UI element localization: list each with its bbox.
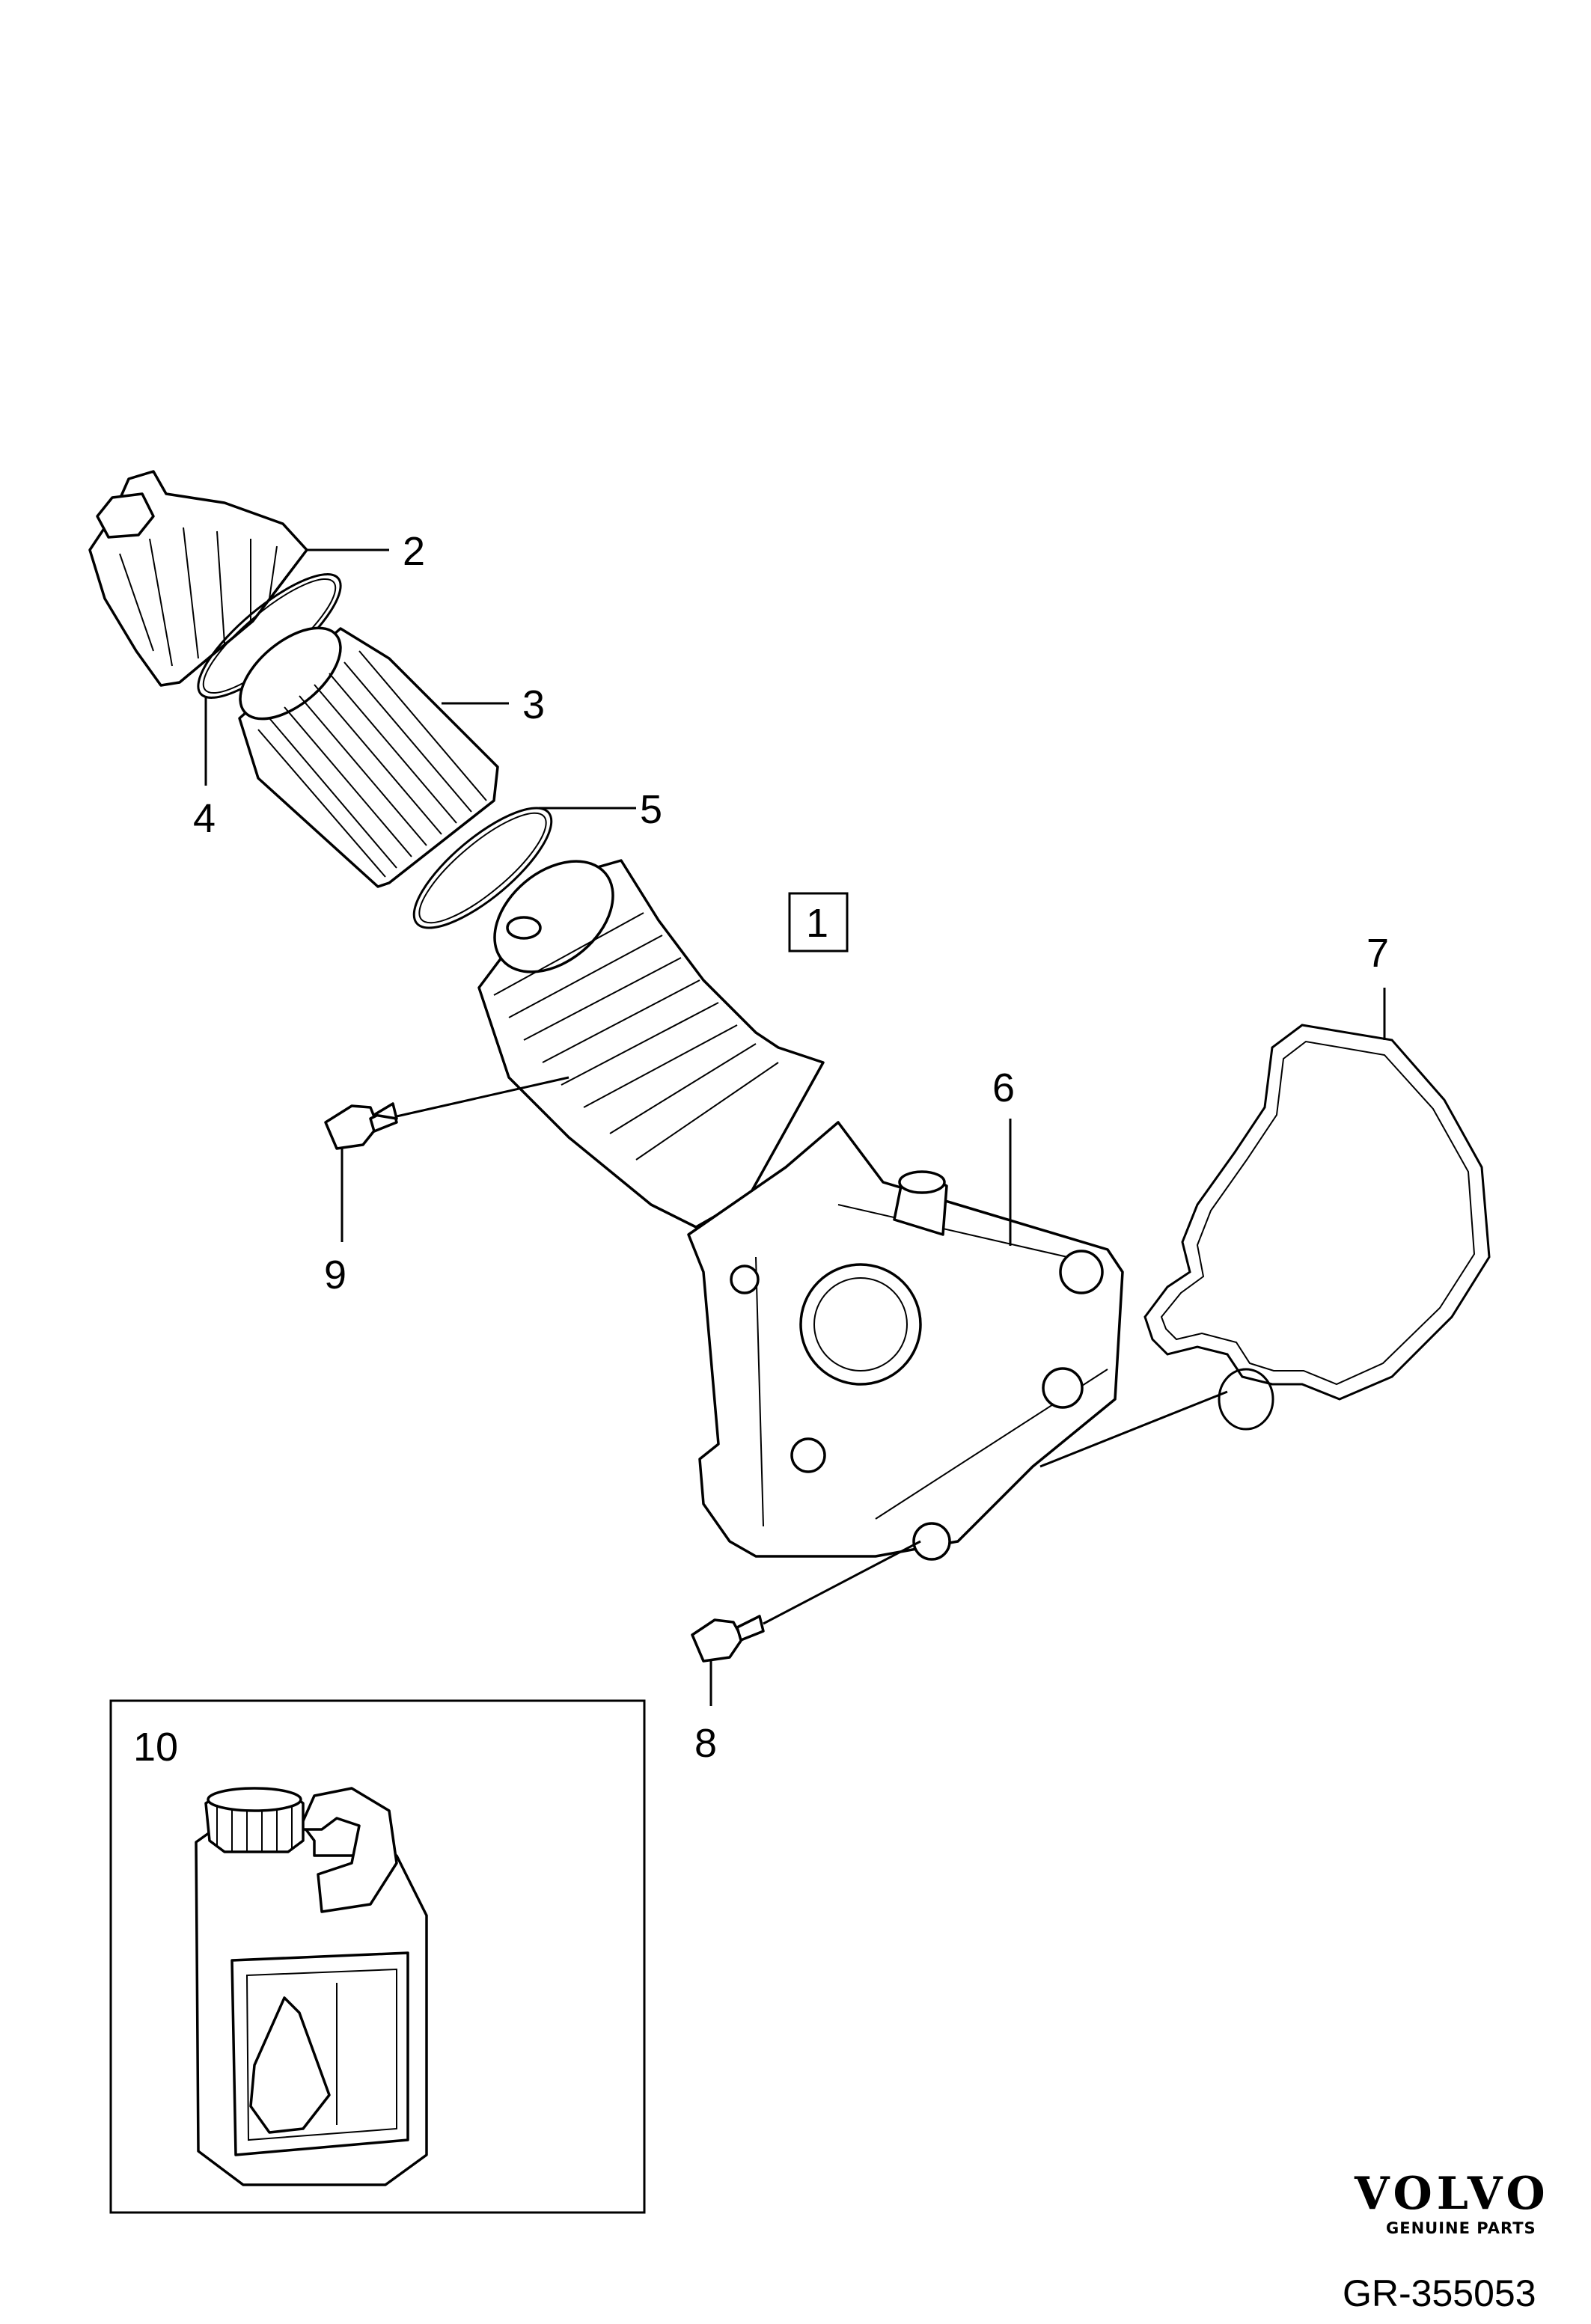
housing-gasket [1143,1024,1491,1431]
bolt-lower [691,1615,765,1663]
brand-tagline: GENUINE PARTS [1386,2219,1536,2237]
callout-9: 9 [324,1253,346,1297]
leader-lines [204,548,1386,1706]
bolt-upper [324,1102,398,1150]
callout-7: 7 [1366,931,1389,976]
filter-cap [88,470,308,687]
brand-logo: VOLVO [1354,2168,1550,2220]
callout-2: 2 [403,529,425,574]
oil-inset [109,1699,646,2214]
oil-filter-housing [477,859,1124,1561]
callout-10: 10 [133,1725,178,1770]
filter-element [238,626,499,888]
callout-4: 4 [193,796,216,841]
drawing-code: GR-355053 [1343,2272,1536,2314]
callout-5: 5 [640,787,662,832]
lower-o-ring [412,807,553,929]
callout-8: 8 [694,1721,717,1766]
callout-1: 1 [806,901,828,946]
callout-1-box [788,892,849,952]
callout-6: 6 [992,1065,1015,1110]
oil-container [195,1787,428,2186]
callout-3: 3 [522,682,545,727]
